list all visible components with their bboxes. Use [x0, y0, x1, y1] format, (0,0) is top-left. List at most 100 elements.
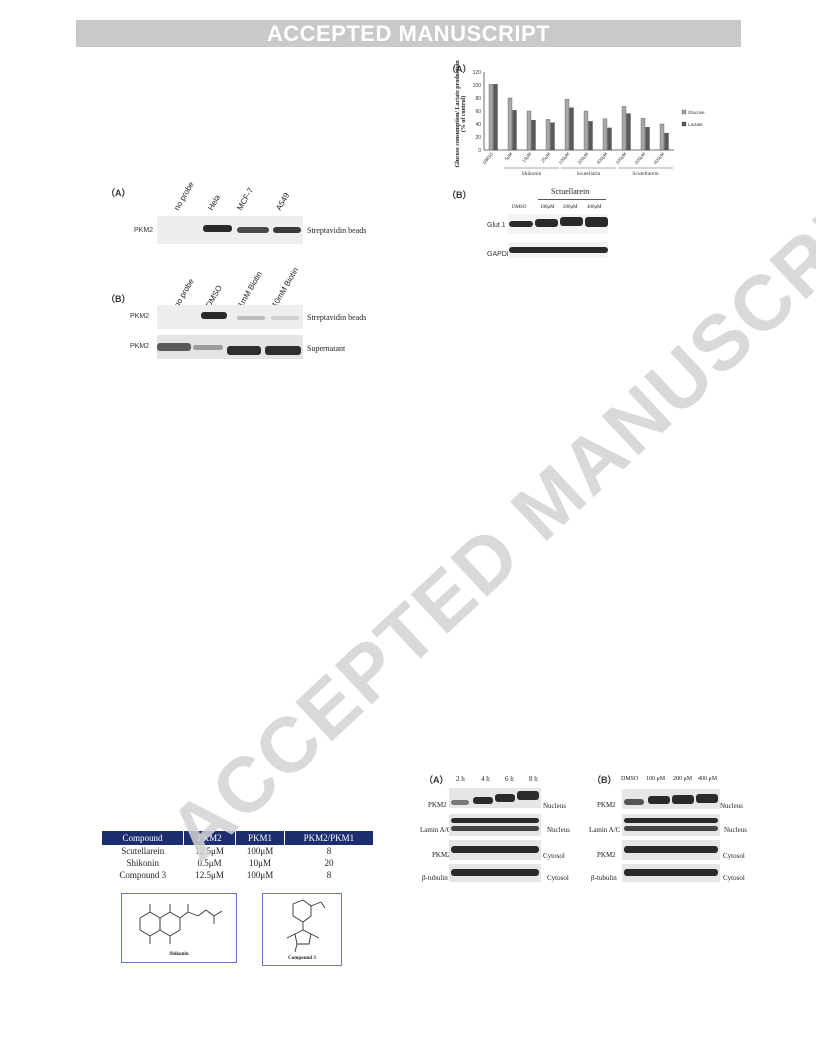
bar	[507, 97, 513, 151]
y-tick-label: 0	[478, 148, 481, 154]
blot-band	[509, 247, 608, 253]
blot-band	[237, 227, 269, 233]
blot-band	[157, 343, 191, 351]
blot-band	[265, 346, 301, 355]
bar	[493, 84, 498, 151]
blot-strip	[508, 214, 608, 234]
blot-band	[273, 227, 301, 233]
row-label: PKM2	[597, 851, 616, 859]
row-caption: Cytosol	[723, 874, 745, 882]
lane-label: 10mM Biotin	[270, 265, 301, 309]
legend-label: Glucose	[688, 110, 705, 115]
table-cell: 0.5μM	[197, 858, 222, 868]
bar	[512, 110, 517, 151]
lane-label: MCF-7	[235, 186, 256, 212]
row-caption: Nucleus	[543, 802, 566, 810]
compound3-structure: Compound 3	[262, 893, 342, 966]
panel-a-label: （A）	[447, 64, 472, 74]
panel-b-label: （B）	[592, 775, 617, 785]
table-row: Shikonin 0.5μM 10μM 20	[102, 857, 374, 869]
blot-band	[201, 312, 227, 319]
blot-band	[203, 225, 232, 232]
blot-band	[237, 316, 265, 320]
row-label: GAPDH	[487, 251, 512, 258]
table-header-row: Compound PKM2 PKM1 PKM2/PKM1	[102, 831, 375, 845]
shikonin-structure: Shikonin	[121, 893, 237, 963]
blot-band	[451, 846, 539, 853]
row-caption: Nucleus	[724, 826, 747, 834]
table-cell: Scutellarein	[121, 846, 165, 856]
bar	[588, 121, 593, 151]
x-tick-label: 25μM	[540, 151, 551, 163]
row-caption: Cytosol	[723, 852, 745, 860]
lane-label: 200μM	[563, 205, 578, 210]
blot-strip	[157, 216, 303, 244]
blot-strip	[157, 335, 303, 359]
table-header: Compound	[102, 831, 184, 845]
compound3-structure-drawing	[286, 899, 326, 953]
lane-group-label: Sctuellarein	[551, 187, 590, 196]
group-label: Shikonin	[522, 171, 542, 177]
group-label: Scutellarin	[577, 171, 601, 177]
blot-band	[451, 800, 469, 805]
row-caption: Streptavidin beads	[307, 226, 367, 235]
row-label: PKM2	[134, 227, 154, 234]
blot-band	[451, 826, 539, 831]
x-tick-label: 200μM	[577, 151, 590, 165]
lane-label: 400 μM	[698, 776, 718, 782]
table-cell: Compound 3	[119, 870, 167, 880]
bar	[645, 127, 650, 151]
lane-label: DMSO	[512, 205, 527, 210]
bar	[550, 122, 555, 151]
lane-label: Hela	[206, 193, 223, 212]
row-label: PKM2	[130, 313, 150, 320]
row-caption: Cytosol	[543, 852, 565, 860]
blot-band	[560, 217, 583, 226]
table-cell: 100μM	[246, 846, 274, 856]
table-cell: 20	[324, 858, 334, 868]
blot-band	[648, 796, 670, 804]
table-cell: 10μM	[249, 858, 271, 868]
row-label: β-tubulin	[422, 874, 448, 882]
row-label: β-tubulin	[591, 874, 617, 882]
blot-band	[193, 345, 223, 350]
lane-label: 4 h	[481, 775, 490, 783]
y-tick-label: 40	[475, 122, 481, 128]
bar	[488, 84, 494, 151]
table-header: PKM2/PKM1	[284, 831, 375, 845]
row-label: Lamin A/C	[420, 826, 452, 834]
table-cell: 8	[326, 870, 332, 880]
table-row: Compound 3 12.5μM 100μM 8	[102, 869, 374, 881]
lane-label: 1mM Biotin	[236, 269, 265, 309]
blot-strip	[449, 864, 541, 882]
shikonin-structure-drawing	[139, 904, 223, 944]
bar	[526, 110, 532, 151]
blot-band	[451, 869, 539, 876]
lane-label: no probe	[172, 180, 196, 212]
row-caption: Nucleus	[547, 826, 570, 834]
bar	[583, 110, 589, 151]
blot-strip	[157, 305, 303, 329]
table-header: PKM2	[183, 831, 237, 845]
row-label: PKM2	[130, 343, 150, 350]
molecule-label: Shikonin	[169, 952, 189, 957]
banner-text: ACCEPTED MANUSCRIPT	[266, 21, 551, 46]
lane-label: 400μM	[587, 205, 602, 210]
bar	[564, 99, 570, 151]
lane-label: A549	[274, 191, 292, 212]
y-tick-label: 60	[475, 109, 481, 115]
lane-label: 6 h	[505, 775, 514, 783]
bar	[545, 119, 551, 151]
lane-label: 200 μM	[673, 776, 693, 782]
row-caption: Supernatant	[307, 344, 346, 353]
blot-strip	[449, 814, 541, 836]
blot-strip	[449, 840, 541, 860]
table-header: PKM1	[235, 831, 285, 845]
blot-band	[672, 795, 694, 804]
bar	[607, 127, 612, 151]
table-cell: 12.5μM	[195, 846, 224, 856]
lane-label: 2 h	[456, 775, 465, 783]
bar	[640, 118, 646, 151]
table-cell: 100μM	[246, 870, 274, 880]
